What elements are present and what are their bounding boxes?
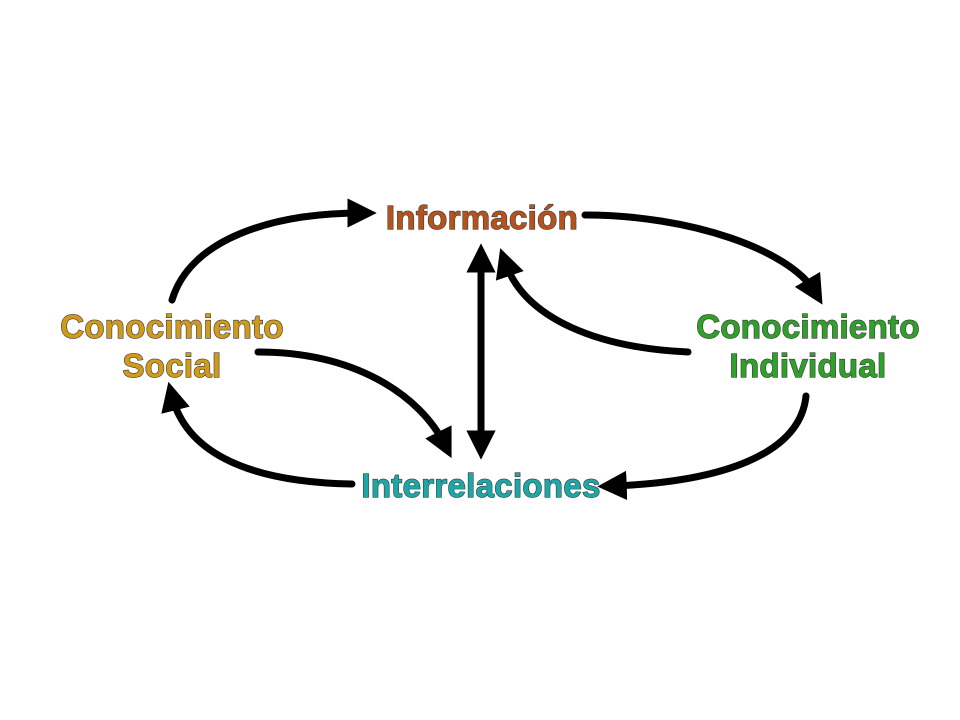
node-conocimiento-individual-line2: Individual — [729, 347, 886, 384]
arrow-social-to-interrelaciones — [254, 348, 452, 459]
node-conocimiento-individual-line1: Conocimiento — [696, 308, 920, 345]
arrow-individual-to-informacion — [495, 248, 692, 356]
node-interrelaciones: Interrelaciones — [361, 467, 600, 504]
arrow-social-to-informacion — [168, 198, 377, 304]
node-conocimiento-social-line1: Conocimiento — [60, 308, 284, 345]
node-informacion: Información — [386, 199, 578, 236]
arrow-informacion-to-individual — [581, 211, 823, 305]
node-conocimiento-social-line2: Social — [122, 347, 221, 384]
arrow-interrelaciones-to-social — [161, 381, 356, 488]
arrow-individual-to-interrelaciones — [597, 392, 810, 501]
